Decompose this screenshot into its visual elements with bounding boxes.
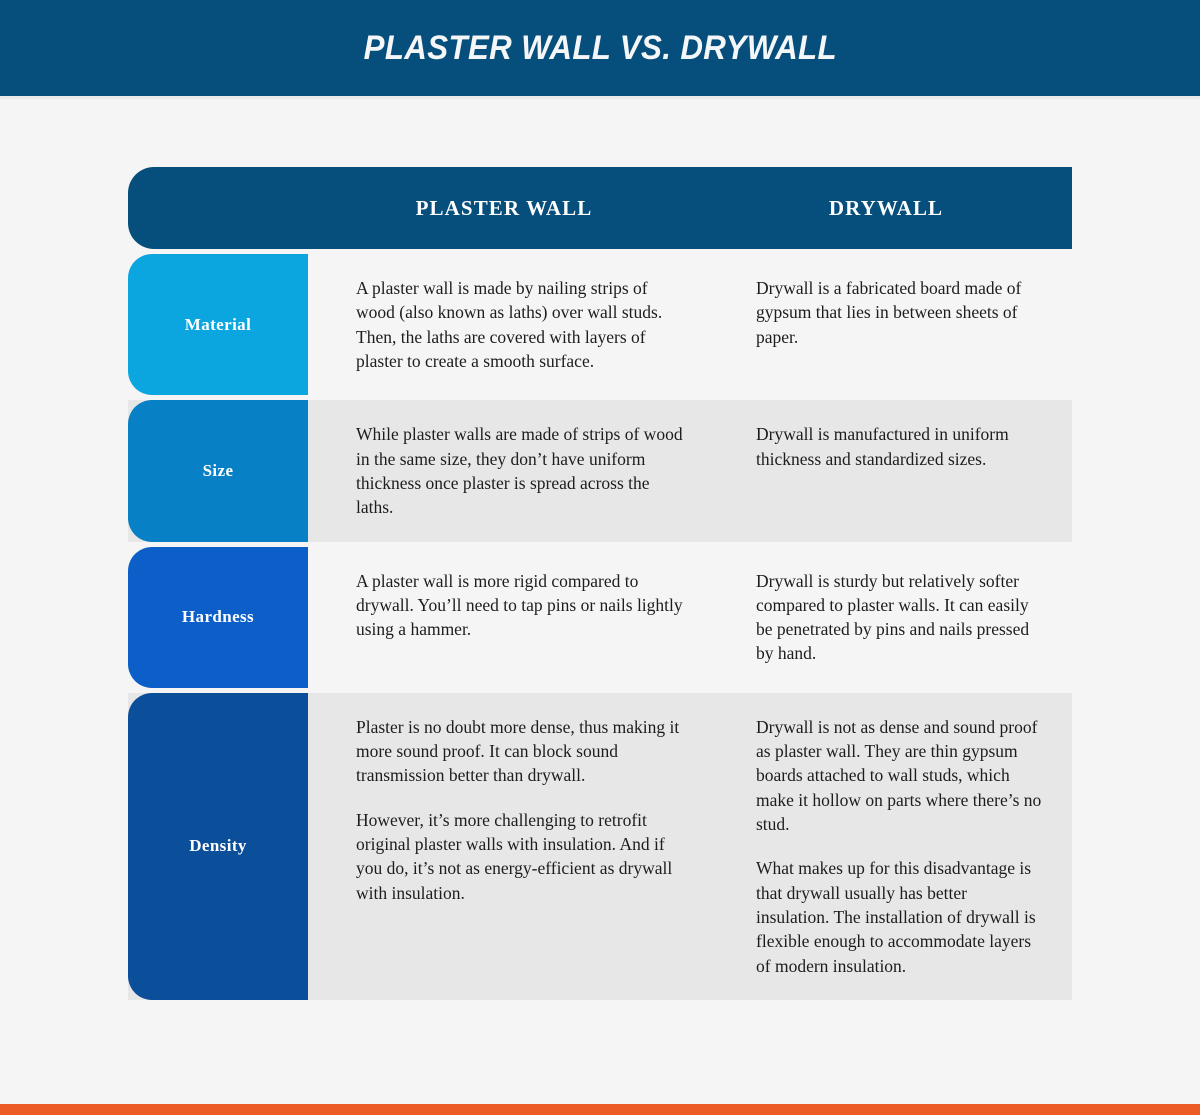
cell-paragraph: While plaster walls are made of strips o…	[356, 424, 683, 518]
cell-plaster-wall: A plaster wall is more rigid compared to…	[308, 547, 718, 688]
cell-paragraph: A plaster wall is more rigid compared to…	[356, 570, 683, 640]
row-label-material: Material	[128, 254, 308, 396]
page-title: PLASTER WALL VS. DRYWALL	[363, 29, 837, 67]
row-cells: Plaster is no doubt more dense, thus mak…	[308, 693, 1072, 1000]
table-header-plaster-wall: PLASTER WALL	[415, 195, 593, 220]
cell-plaster-wall: Plaster is no doubt more dense, thus mak…	[308, 693, 718, 1000]
row-label-size: Size	[128, 400, 308, 542]
table-header-drywall: DRYWALL	[828, 195, 944, 220]
table-row: Material A plaster wall is made by naili…	[128, 254, 1072, 396]
table-row: Hardness A plaster wall is more rigid co…	[128, 546, 1072, 688]
cell-paragraph: Plaster is no doubt more dense, thus mak…	[356, 716, 680, 786]
cell-paragraph: Drywall is not as dense and sound proof …	[756, 716, 1042, 834]
cell-paragraph: What makes up for this disadvantage is t…	[756, 858, 1036, 976]
table-body: Material A plaster wall is made by naili…	[128, 254, 1072, 1000]
row-label-density: Density	[128, 692, 308, 1000]
cell-paragraph: Drywall is sturdy but relatively softer …	[756, 570, 1030, 664]
row-cells: While plaster walls are made of strips o…	[308, 400, 1072, 541]
cell-drywall: Drywall is not as dense and sound proof …	[718, 693, 1072, 1000]
table-row: Size While plaster walls are made of str…	[128, 400, 1072, 542]
cell-plaster-wall: A plaster wall is made by nailing strips…	[308, 254, 718, 395]
cell-drywall: Drywall is sturdy but relatively softer …	[718, 547, 1072, 688]
cell-drywall: Drywall is a fabricated board made of gy…	[718, 254, 1072, 395]
cell-paragraph: Drywall is manufactured in uniform thick…	[756, 424, 1009, 469]
cell-paragraph: Drywall is a fabricated board made of gy…	[756, 278, 1022, 347]
row-label-hardness: Hardness	[128, 546, 308, 688]
row-cells: A plaster wall is more rigid compared to…	[308, 547, 1072, 688]
cell-plaster-wall: While plaster walls are made of strips o…	[308, 400, 718, 541]
comparison-table: PLASTER WALL DRYWALL Material A plaster …	[128, 167, 1072, 1000]
cell-drywall: Drywall is manufactured in uniform thick…	[718, 400, 1072, 541]
page-banner: PLASTER WALL VS. DRYWALL	[0, 0, 1200, 96]
footer-accent-bar	[0, 1104, 1200, 1115]
table-row: Density Plaster is no doubt more dense, …	[128, 692, 1072, 1000]
cell-paragraph: A plaster wall is made by nailing strips…	[356, 278, 663, 371]
table-header-row: PLASTER WALL DRYWALL	[128, 167, 1072, 249]
banner-divider	[0, 96, 1200, 99]
cell-paragraph: However, it’s more challenging to retrof…	[356, 809, 673, 903]
row-cells: A plaster wall is made by nailing strips…	[308, 254, 1072, 395]
